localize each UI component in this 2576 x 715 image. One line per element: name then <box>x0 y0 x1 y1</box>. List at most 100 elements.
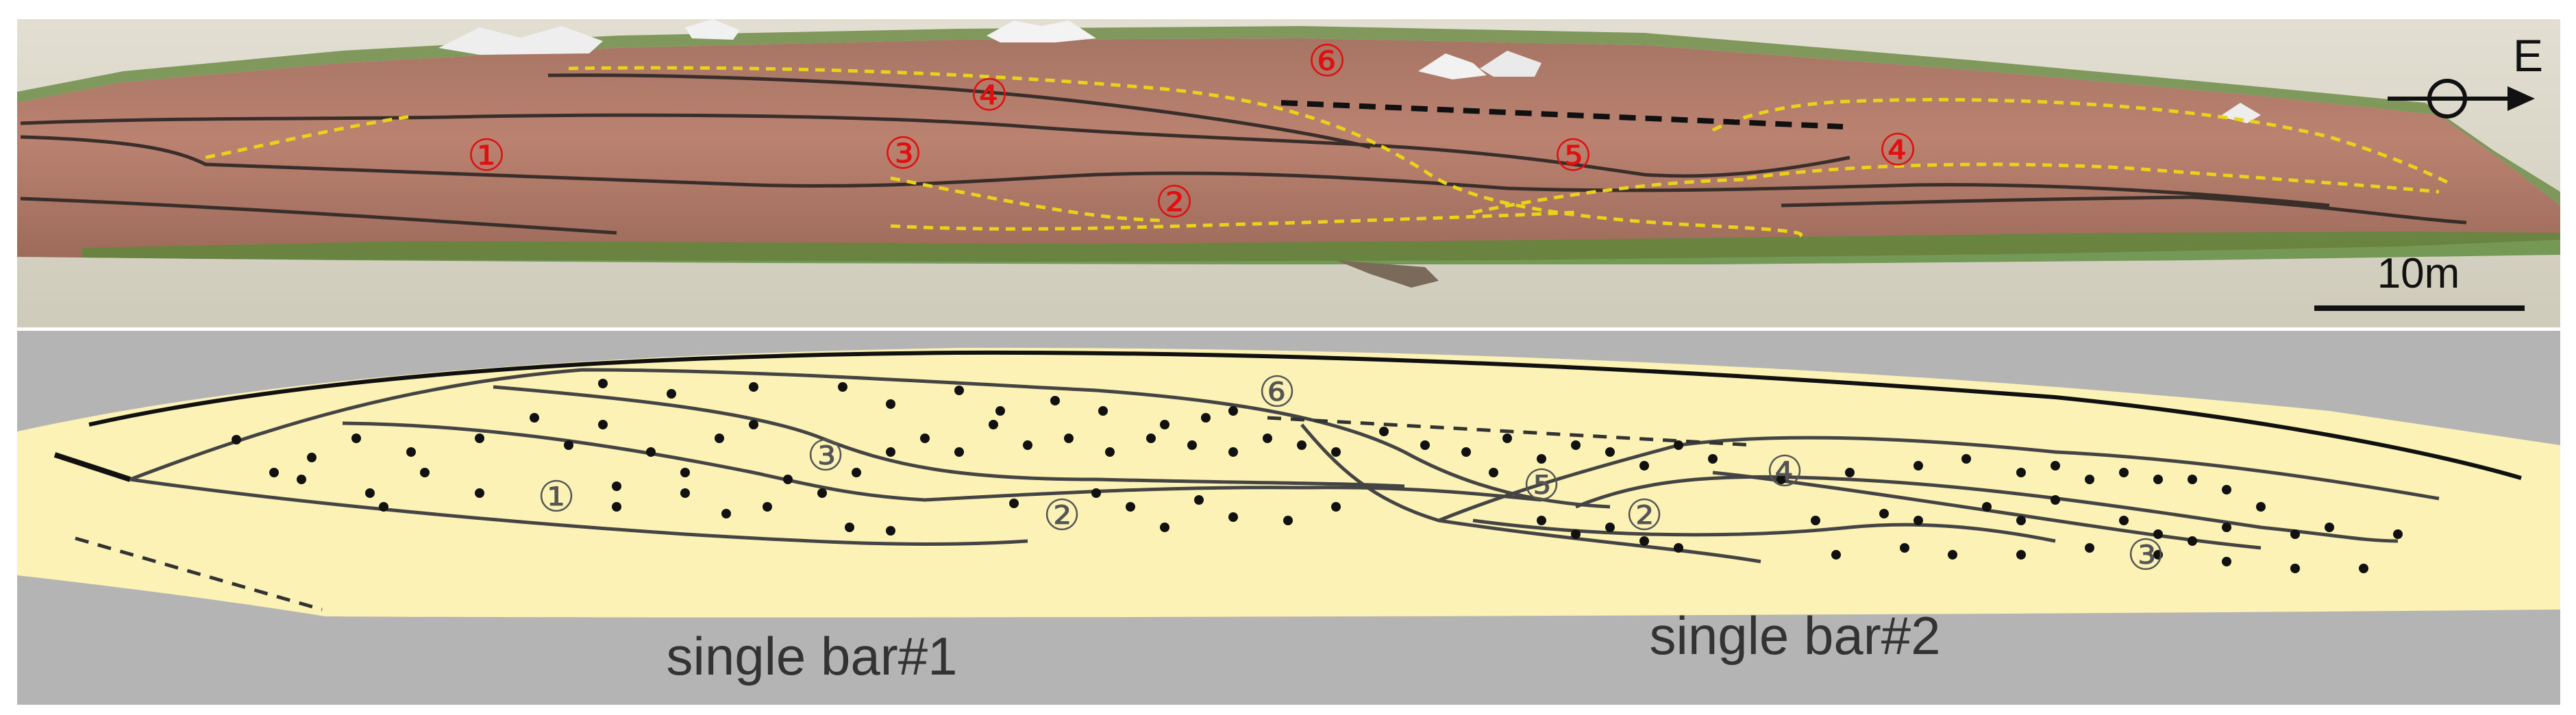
pebble-dot <box>1009 499 1019 508</box>
pebble-dot <box>1879 509 1889 518</box>
sketch-unit-4-label: ④ <box>1766 447 1804 497</box>
pebble-dot <box>2222 523 2231 532</box>
scale-bar-label: 10m <box>2377 250 2460 297</box>
pebble-dot <box>2119 468 2129 477</box>
pebble-dot <box>2290 564 2300 573</box>
photo-dashed-contact <box>1280 100 1844 129</box>
pebble-dot <box>783 475 793 484</box>
pebble-dot <box>838 382 847 392</box>
pebble-dot <box>1263 434 1272 443</box>
pebble-dot <box>1489 468 1498 477</box>
pebble-dot <box>2188 536 2197 546</box>
pebble-dot <box>2153 529 2163 539</box>
sketch-unit-3b-label: ③ <box>2127 530 2165 580</box>
sketch-bedding-lines <box>129 368 2440 564</box>
pebble-dot <box>1126 502 1135 512</box>
pebble-dot <box>1194 495 1204 505</box>
pebble-dot <box>1948 550 1957 560</box>
pebble-dot <box>1537 454 1546 464</box>
pebble-dot <box>1091 488 1101 498</box>
talus-block <box>1336 260 1439 288</box>
caption-single-bar-1: single bar#1 <box>667 626 958 686</box>
pebble-dot <box>1331 447 1341 457</box>
pebble-dot <box>2085 543 2094 553</box>
sketch-dashed-lines <box>75 416 1755 612</box>
rock-face <box>17 38 2560 262</box>
pebble-dot <box>1146 434 1156 443</box>
compass-circle-icon <box>2427 79 2467 118</box>
pebble-dot <box>1811 516 1820 525</box>
pebble-dot <box>1160 523 1169 532</box>
pebble-dot <box>1064 434 1074 443</box>
arrow-head-icon <box>2507 86 2535 111</box>
pebble-dot <box>995 406 1005 416</box>
photo-unit-6-label: ⑥ <box>1307 36 1346 87</box>
pebble-dot <box>1023 440 1032 450</box>
pebble-dot <box>1050 396 1060 405</box>
pebble-dot <box>667 389 676 399</box>
photo-unit-3-label: ③ <box>883 129 922 179</box>
photo-unit-2-label: ② <box>1154 177 1193 228</box>
pebble-dots <box>232 379 2403 573</box>
pebble-dot <box>2016 516 2026 525</box>
pebble-dot <box>1228 406 1238 416</box>
pebble-dot <box>379 502 388 512</box>
pebble-dot <box>2051 495 2060 505</box>
pebble-dot <box>297 475 306 484</box>
pebble-dot <box>1674 440 1683 450</box>
pebble-dot <box>2016 550 2026 560</box>
photo-bedding-lines <box>20 73 2467 235</box>
pebble-dot <box>1098 406 1108 416</box>
direction-indicator: E <box>2388 30 2543 118</box>
interpretation-sketch-panel: ⑥ ③ ① ② ⑤ ② ④ ③ single bar#1 single bar#… <box>17 331 2560 705</box>
pebble-dot <box>1187 440 1197 450</box>
pebble-dot <box>2153 550 2163 560</box>
pebble-dot <box>680 488 690 498</box>
pebble-dot <box>2153 475 2163 484</box>
pebble-dot <box>954 447 964 457</box>
pebble-dot <box>406 447 416 457</box>
sketch-unit-2b-label: ② <box>1625 490 1663 540</box>
photo-unit-4b-label: ④ <box>1878 125 1917 176</box>
pebble-dot <box>420 468 430 477</box>
left-edge-line <box>53 452 132 482</box>
pebble-dot <box>2222 557 2231 566</box>
pebble-dot <box>598 420 608 429</box>
direction-label: E <box>2513 30 2543 81</box>
pebble-dot <box>845 523 854 532</box>
pebble-dot <box>749 382 758 392</box>
pebble-dot <box>2051 461 2060 471</box>
pebble-dot <box>1776 475 1786 484</box>
pebble-dot <box>1502 434 1512 443</box>
pebble-dot <box>2393 529 2403 539</box>
pebble-dot <box>1201 413 1211 423</box>
pebble-dot <box>269 468 279 477</box>
photo-unit-5-label: ⑤ <box>1553 131 1592 181</box>
pebble-dot <box>1639 536 1649 546</box>
pebble-dot <box>920 434 930 443</box>
pebble-dot <box>721 509 731 518</box>
pebble-dot <box>886 399 895 409</box>
photo-unit-1-label: ① <box>467 131 506 181</box>
pebble-dot <box>1160 420 1169 429</box>
sketch-unit-5-label: ⑤ <box>1522 460 1561 510</box>
pebble-dot <box>715 434 724 443</box>
pebble-dot <box>1105 447 1115 457</box>
white-rocks <box>438 19 2261 123</box>
pebble-dot <box>680 468 690 477</box>
pebble-dot <box>365 488 375 498</box>
pebble-dot <box>2359 564 2368 573</box>
pebble-dot <box>1571 440 1581 450</box>
pebble-dot <box>475 434 484 443</box>
pebble-dot <box>2119 516 2129 525</box>
pebble-dot <box>232 435 241 444</box>
pebble-dot <box>475 488 484 498</box>
pebble-dot <box>817 488 827 498</box>
pebble-dot <box>1461 447 1471 457</box>
pebble-dot <box>2085 475 2094 484</box>
pebble-dot <box>852 468 861 477</box>
sketch-unit-6-label: ⑥ <box>1258 367 1296 417</box>
pebble-dot <box>1831 550 1841 560</box>
pebble-dot <box>612 502 621 512</box>
pebble-dot <box>2016 468 2026 477</box>
